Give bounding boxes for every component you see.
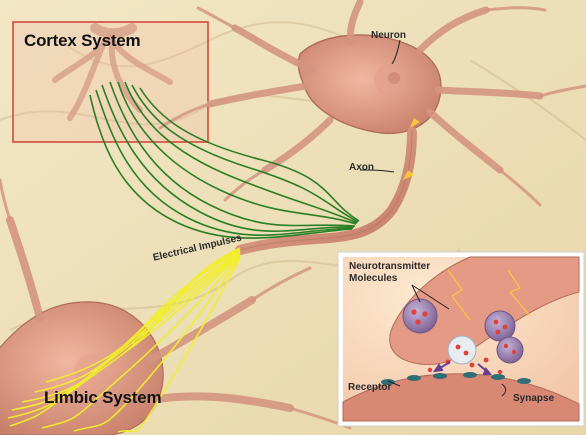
neuron-label: Neuron: [371, 30, 406, 41]
neurotransmitter-molecules-label: Neurotransmitter Molecules: [349, 261, 459, 285]
cortex-system-label: Cortex System: [24, 31, 140, 51]
synapse-label: Synapse: [513, 393, 554, 404]
receptor-label: Receptor: [348, 382, 391, 393]
limbic-system-label: Limbic System: [44, 388, 161, 408]
axon-label: Axon: [349, 162, 374, 173]
